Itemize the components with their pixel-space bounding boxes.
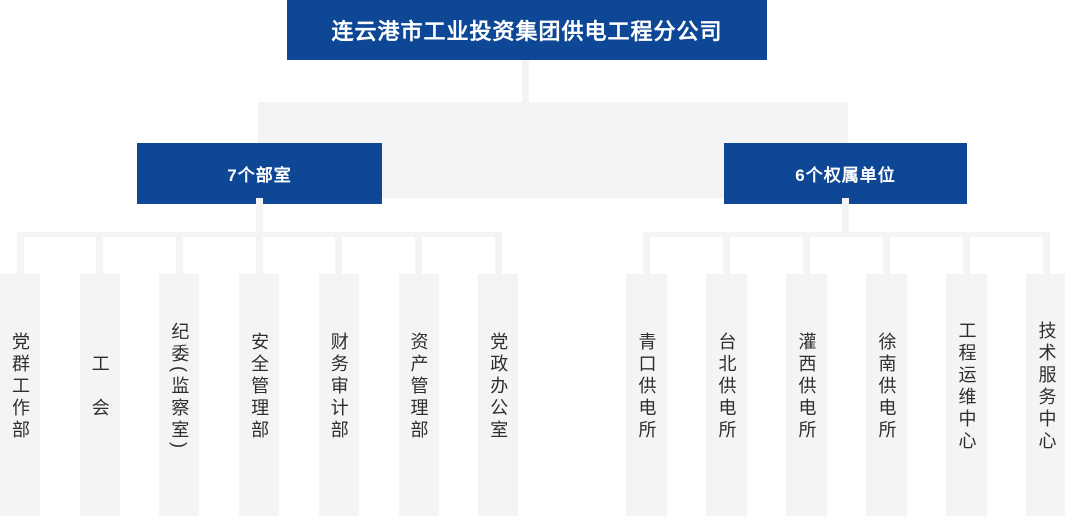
child-drop-line: [255, 232, 263, 274]
child-drop-line: [96, 232, 104, 274]
child-drop-line: [335, 232, 343, 274]
org-unit-box: 财务审计部: [318, 274, 359, 516]
org-unit-label: 工程运维中心: [956, 321, 977, 453]
org-unit-box: 台北供电所: [706, 274, 747, 516]
org-unit-label: 灌西供电所: [796, 332, 817, 442]
org-unit-box: 工程运维中心: [946, 274, 987, 516]
org-unit-label: 纪委(监察室): [169, 322, 190, 452]
org-unit-box: 青口供电所: [626, 274, 667, 516]
org-unit-label: 党政办公室: [488, 332, 509, 442]
subsidiaries-stub-line: [842, 198, 849, 233]
child-drop-line: [723, 232, 730, 274]
org-unit-box: 灌西供电所: [786, 274, 827, 516]
child-drop-line: [883, 232, 890, 274]
departments-stub-line: [256, 198, 263, 233]
org-unit-label: 台北供电所: [716, 332, 737, 442]
org-unit-label: 党群工作部: [10, 332, 30, 442]
org-unit-label: 财务审计部: [328, 332, 349, 442]
child-drop-line: [494, 232, 502, 274]
group-node-departments-label: 7个部室: [227, 166, 292, 185]
group-node-subsidiaries-label: 6个权属单位: [795, 166, 896, 185]
children-connector-line: [643, 232, 1050, 237]
org-unit-label: 工 会: [89, 354, 110, 420]
root-node: 连云港市工业投资集团供电工程分公司: [287, 0, 767, 60]
group-node-departments: 7个部室: [137, 143, 382, 204]
child-drop-line: [643, 232, 650, 274]
org-unit-label: 技术服务中心: [1036, 321, 1057, 453]
root-node-label: 连云港市工业投资集团供电工程分公司: [331, 19, 723, 44]
org-unit-box: 徐南供电所: [866, 274, 907, 516]
org-unit-label: 安全管理部: [249, 332, 270, 442]
child-drop-line: [803, 232, 810, 274]
org-unit-box: 安全管理部: [239, 274, 280, 516]
group-node-subsidiaries: 6个权属单位: [724, 143, 967, 204]
org-unit-box: 工 会: [79, 274, 120, 516]
org-unit-box: 纪委(监察室): [159, 274, 200, 516]
child-drop-line: [415, 232, 422, 274]
org-unit-label: 资产管理部: [408, 332, 429, 442]
org-unit-label: 青口供电所: [636, 332, 657, 442]
org-unit-box: 党政办公室: [478, 274, 519, 516]
child-drop-line: [175, 232, 183, 274]
org-unit-label: 徐南供电所: [876, 332, 897, 442]
child-drop-line: [963, 232, 970, 274]
org-unit-box: 资产管理部: [398, 274, 439, 516]
org-unit-box: 党群工作部: [0, 274, 40, 516]
root-connector-line: [522, 60, 529, 102]
child-drop-line: [1043, 232, 1050, 274]
org-unit-box: 技术服务中心: [1026, 274, 1065, 516]
child-drop-line: [16, 232, 24, 274]
